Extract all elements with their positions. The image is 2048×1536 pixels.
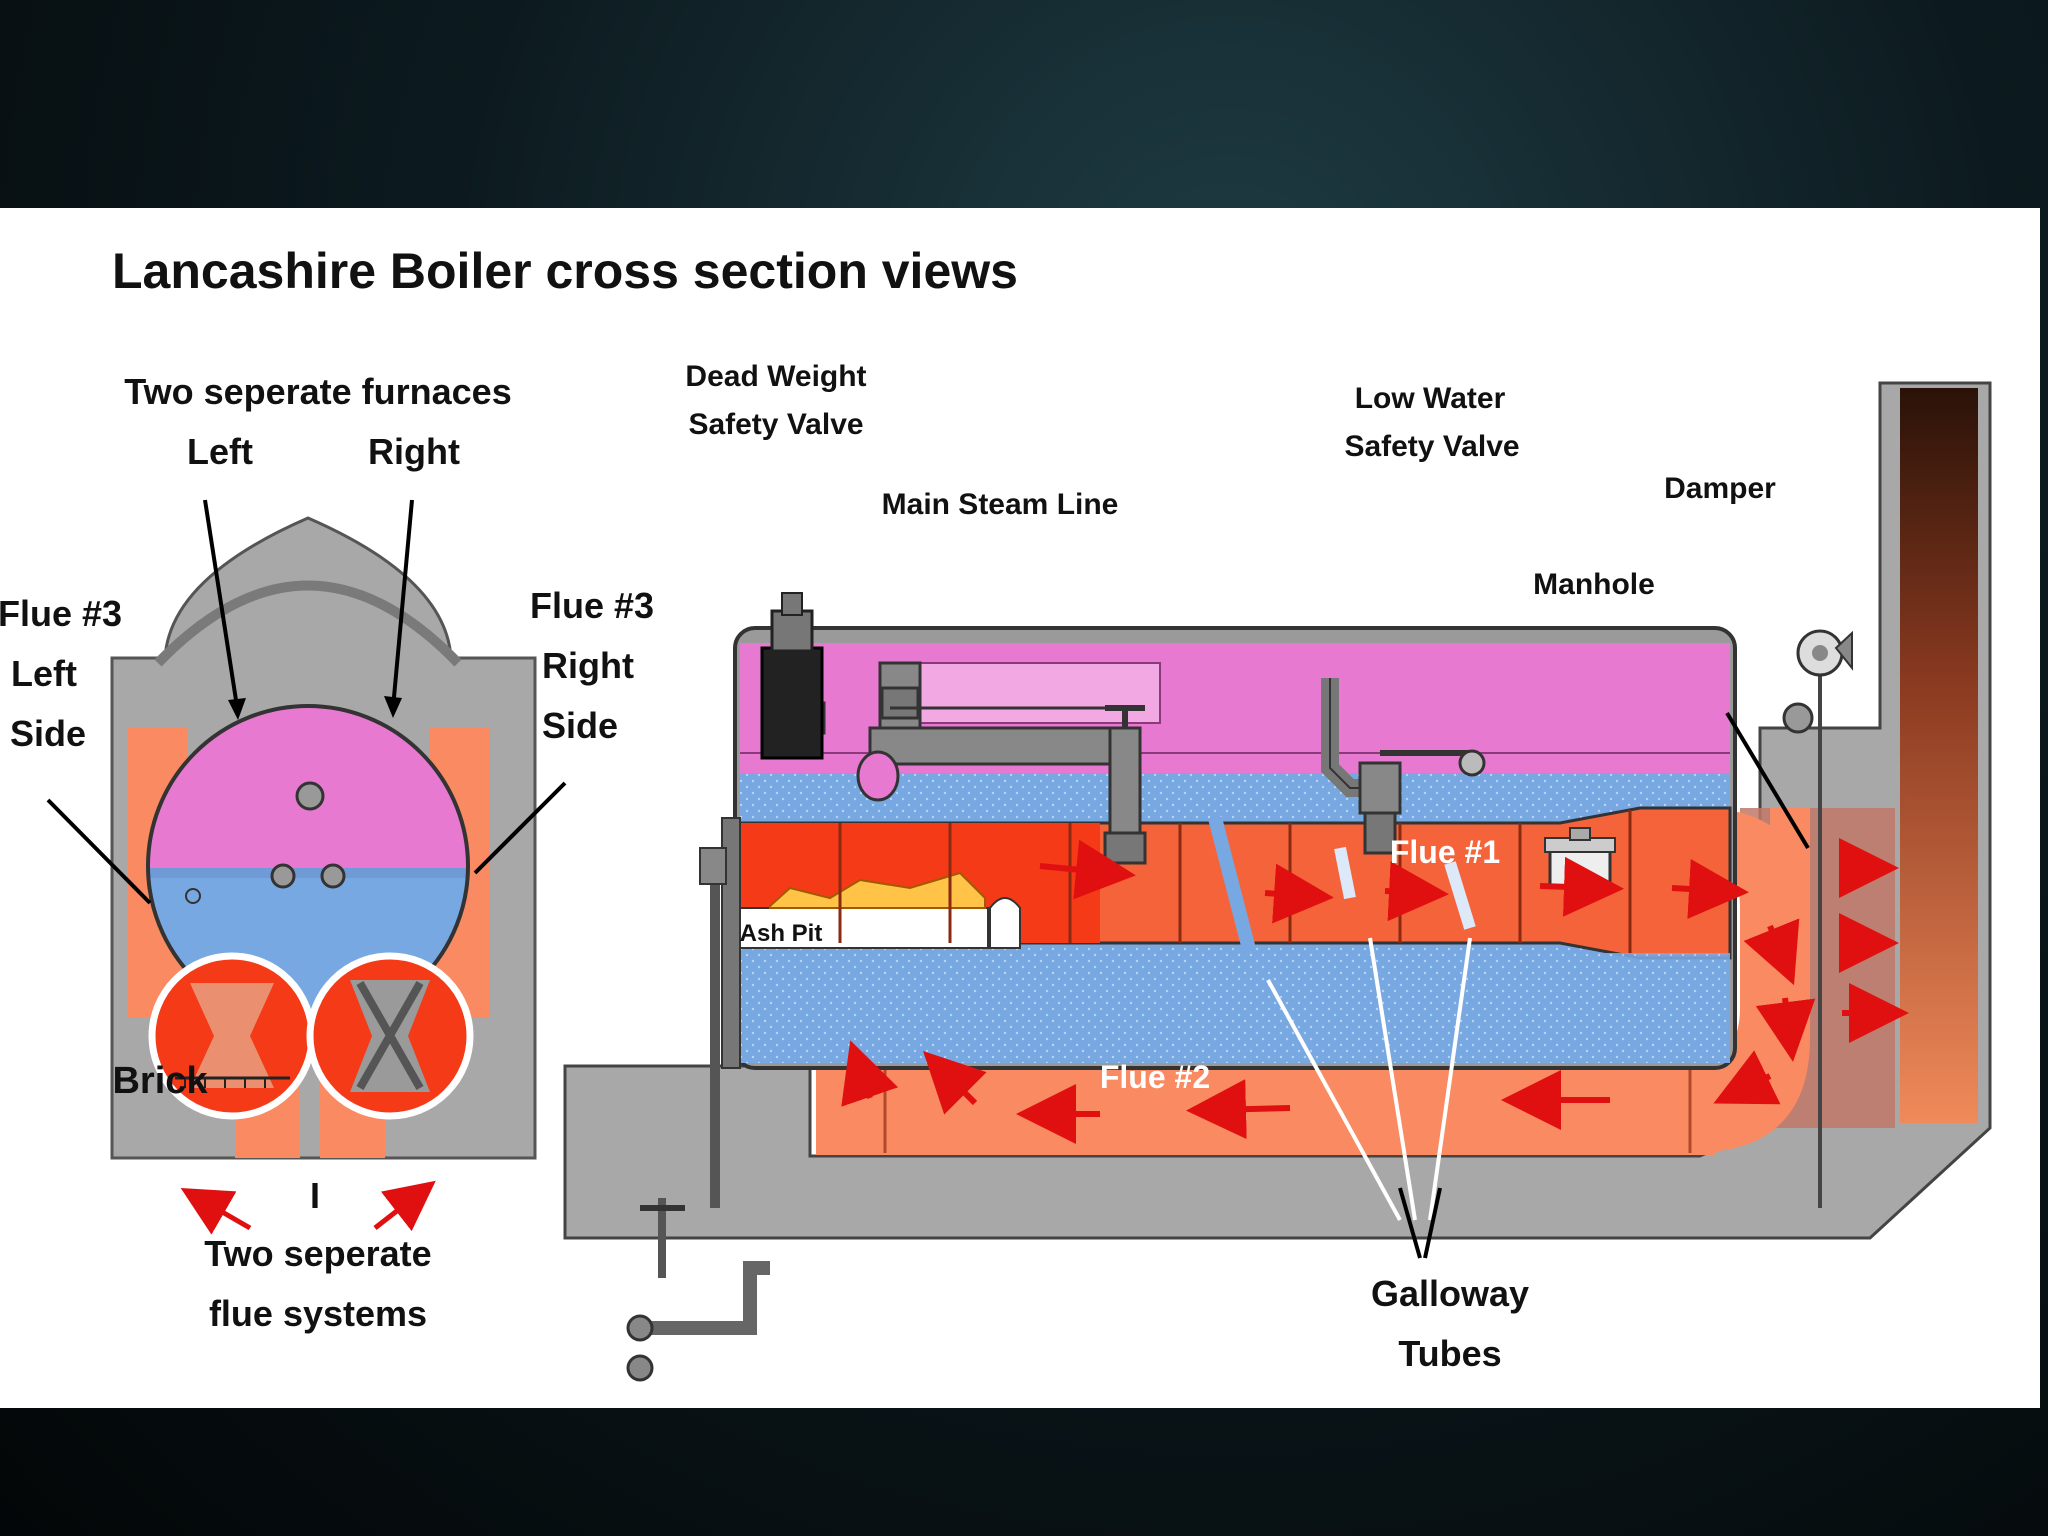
right-furnace (306, 952, 474, 1120)
flow-arrow (373, 1180, 436, 1232)
slide: Lancashire Boiler cross section views (0, 208, 2040, 1408)
pointer-right-furnace (391, 499, 414, 709)
flue3-left-label-line2: Left (11, 653, 77, 694)
flue1-arrow (1671, 859, 1749, 919)
galloway-tube-3 (1444, 861, 1476, 930)
mark-label: I (310, 1175, 320, 1216)
galloway-pointer-2 (1368, 937, 1417, 1221)
left-label: Left (187, 431, 253, 472)
right-label: Right (368, 431, 460, 472)
damper-label: Damper (1664, 472, 1776, 505)
low-water-label-line1: Low Water (1355, 382, 1506, 415)
flue1-label: Flue #1 (1390, 834, 1500, 870)
galloway-label-line1: Galloway (1371, 1273, 1529, 1314)
return-arrow (1755, 997, 1816, 1062)
flow-arrow (180, 1188, 252, 1235)
ash-pit-label: Ash Pit (740, 920, 823, 947)
brick-arch (154, 580, 462, 667)
dead-weight-safety-valve (760, 592, 826, 760)
flue3-right-label-line1: Flue #3 (530, 585, 654, 626)
pointer-flue3-right (473, 781, 567, 875)
low-water-safety-valve (1321, 678, 1486, 855)
galloway-tube-1 (1208, 816, 1257, 955)
damper-pointer (1725, 711, 1810, 850)
page-title: Lancashire Boiler cross section views (112, 243, 1018, 299)
damper (1782, 629, 1853, 1208)
flue2-arrow (841, 1040, 899, 1107)
low-water-label-line2: Safety Valve (1344, 430, 1519, 463)
flue1-arrow (1039, 839, 1136, 900)
return-arrow (1713, 1050, 1781, 1105)
grate-fire (769, 871, 986, 909)
galloway-pointer-1 (1266, 979, 1402, 1221)
pointer-left-furnace (203, 499, 240, 714)
flue1-arrow (1384, 861, 1449, 922)
flue3-left-label-line1: Flue #3 (0, 593, 122, 634)
galloway-label-line2: Tubes (1398, 1333, 1501, 1374)
flue-systems-line1: Two seperate (204, 1233, 431, 1274)
dead-weight-label-line2: Safety Valve (688, 408, 863, 441)
flue3-left-label-line3: Side (10, 713, 86, 754)
flue3-right-label-line2: Right (542, 645, 634, 686)
main-steam-line-label: Main Steam Line (882, 488, 1119, 521)
flue1-arrow (1264, 863, 1334, 924)
main-steam-line (856, 661, 1147, 865)
flue3-right-label-line3: Side (542, 705, 618, 746)
return-arrow (1743, 918, 1800, 986)
chimney (1900, 388, 1978, 1123)
flue2-label: Flue #2 (1100, 1059, 1210, 1095)
boiler-diagram: Lancashire Boiler cross section views (0, 243, 1992, 1382)
end-view (110, 516, 537, 1235)
furnaces-label: Two seperate furnaces (124, 371, 511, 412)
flue2-arrow (923, 1051, 987, 1115)
galloway-pointer-3 (1428, 937, 1472, 1221)
side-view (563, 381, 1992, 1382)
manhole-label: Manhole (1533, 568, 1655, 601)
flue-systems-line2: flue systems (209, 1293, 427, 1334)
flue1-arrow (1539, 856, 1624, 917)
flue2-arrow (1186, 1079, 1291, 1140)
pointer-flue3-left (46, 798, 152, 905)
dead-weight-label-line1: Dead Weight (685, 360, 866, 393)
brick-label: Brick (112, 1060, 208, 1102)
galloway-tube-2 (1334, 846, 1356, 900)
